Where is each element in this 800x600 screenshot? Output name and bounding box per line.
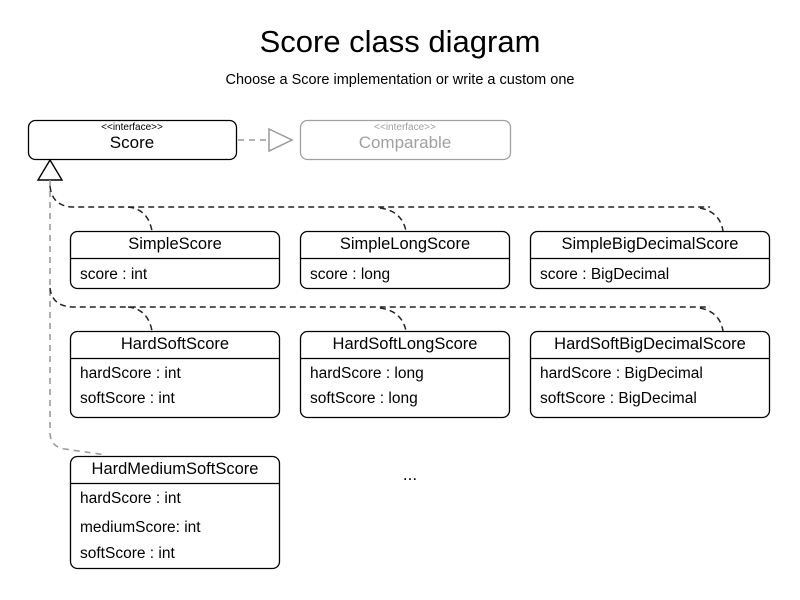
class-box-simple-long-score-shape	[299, 230, 511, 290]
interface-stereotype-comparable: <<interface>>	[374, 122, 436, 133]
class-box-hard-soft-long-score-shape	[299, 330, 511, 419]
class-box-hard-soft-big-decimal-score-shape	[529, 330, 771, 419]
inheritance-trunk-line	[49, 180, 107, 456]
more-classes-ellipsis: ...	[403, 465, 417, 484]
class-attribute: score : BigDecimal	[540, 266, 669, 283]
class-box-simple-big-decimal-score[interactable]: SimpleBigDecimalScore score : BigDecimal	[529, 230, 771, 290]
class-box-simple-big-decimal-score-shape	[529, 230, 771, 290]
branch-to-simple-big-decimal-score	[699, 207, 724, 232]
class-attribute: hardScore : long	[310, 365, 424, 382]
class-name-hard-soft-long-score: HardSoftLongScore	[333, 335, 478, 353]
class-name-simple-score: SimpleScore	[128, 235, 222, 253]
class-name-hard-soft-big-decimal-score: HardSoftBigDecimalScore	[554, 335, 746, 353]
branch-spine-row-2	[49, 287, 710, 308]
branch-to-simple-score	[127, 206, 153, 232]
interface-box-comparable[interactable]: <<interface>> Comparable	[299, 119, 512, 161]
class-box-simple-score[interactable]: SimpleScore score : int	[69, 230, 281, 290]
interface-name-score: Score	[110, 133, 154, 152]
class-box-hard-medium-soft-score-shape	[69, 455, 281, 570]
page-subtitle: Choose a Score implementation or write a…	[226, 72, 575, 88]
branch-to-hard-soft-big-decimal-score	[699, 307, 724, 332]
class-box-hard-soft-long-score[interactable]: HardSoftLongScore hardScore : long softS…	[299, 330, 511, 419]
class-name-simple-long-score: SimpleLongScore	[340, 235, 470, 253]
class-attribute: hardScore : BigDecimal	[540, 365, 703, 382]
realization-score-to-comparable	[238, 127, 294, 153]
inheritance-arrowhead-icon	[36, 158, 64, 181]
class-box-hard-soft-big-decimal-score[interactable]: HardSoftBigDecimalScore hardScore : BigD…	[529, 330, 771, 419]
inheritance-branches-row-2	[49, 287, 724, 332]
class-attribute: softScore : int	[80, 390, 175, 407]
class-box-simple-long-score[interactable]: SimpleLongScore score : long	[299, 230, 511, 290]
page-title: Score class diagram	[260, 24, 541, 59]
interface-stereotype-score: <<interface>>	[101, 122, 163, 133]
interface-box-comparable-shape	[299, 119, 512, 161]
class-box-hard-medium-soft-score[interactable]: HardMediumSoftScore hardScore : int medi…	[69, 455, 281, 570]
class-box-simple-score-shape	[69, 230, 281, 290]
inheritance-branches-row-1	[49, 185, 724, 232]
class-attribute: score : long	[310, 266, 390, 283]
interface-name-comparable: Comparable	[359, 133, 452, 152]
interface-box-score-shape	[27, 119, 238, 161]
class-attribute: softScore : int	[80, 545, 175, 562]
branch-to-simple-long-score	[379, 207, 407, 232]
branch-spine-row-1	[49, 185, 710, 208]
class-name-hard-medium-soft-score: HardMediumSoftScore	[92, 460, 259, 478]
class-attribute: hardScore : int	[80, 490, 181, 507]
class-name-simple-big-decimal-score: SimpleBigDecimalScore	[562, 235, 739, 253]
class-attribute: softScore : BigDecimal	[540, 390, 697, 407]
branch-to-hard-soft-score	[127, 306, 153, 332]
class-box-hard-soft-score-shape	[69, 330, 281, 419]
class-attribute: hardScore : int	[80, 365, 181, 382]
class-attribute: softScore : long	[310, 390, 418, 407]
realization-arrowhead-icon	[268, 127, 294, 153]
class-attribute: score : int	[80, 266, 148, 283]
class-attribute: mediumScore: int	[80, 519, 201, 536]
branch-to-hard-soft-long-score	[379, 307, 407, 332]
class-name-hard-soft-score: HardSoftScore	[121, 335, 229, 353]
class-box-hard-soft-score[interactable]: HardSoftScore hardScore : int softScore …	[69, 330, 281, 419]
interface-box-score[interactable]: <<interface>> Score	[27, 119, 238, 161]
